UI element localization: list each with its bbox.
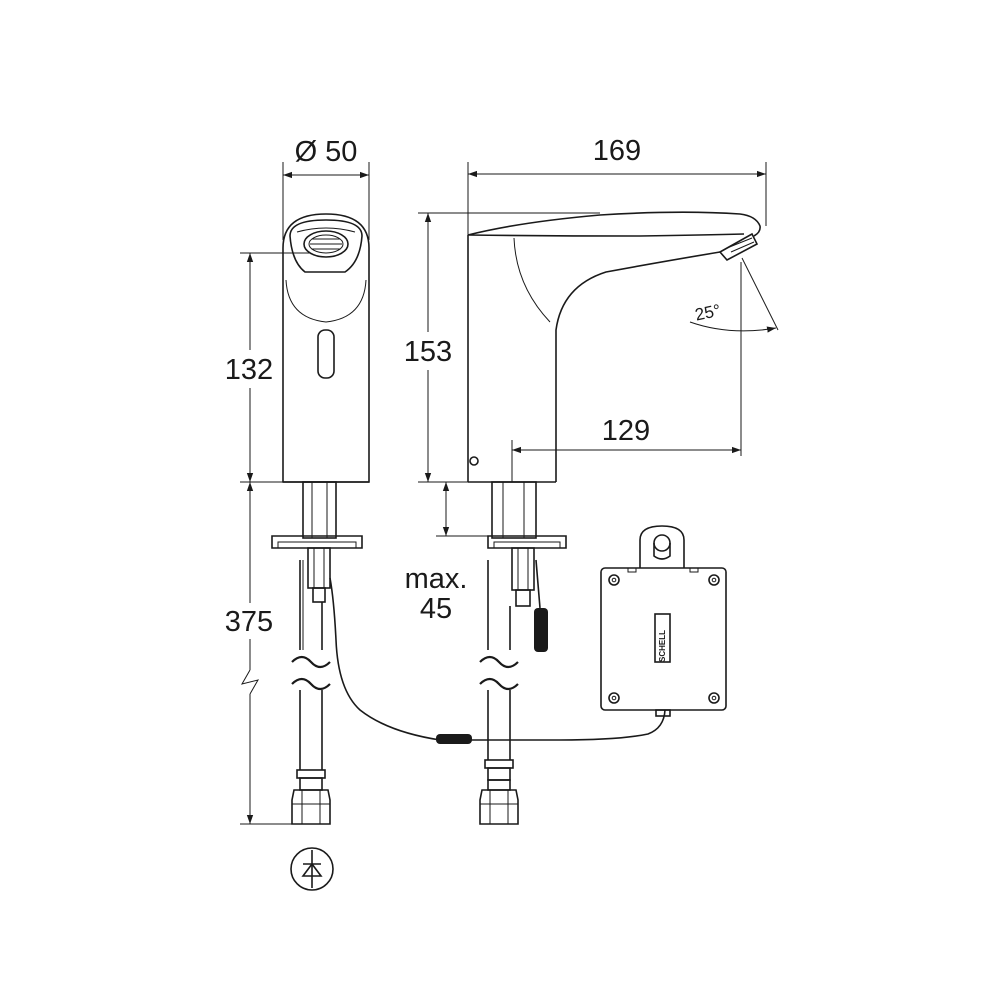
dim-diameter: Ø 50 [282, 136, 370, 240]
dim-max-label: max. [405, 563, 468, 595]
dim-hose-length: 375 [216, 482, 292, 825]
front-view [271, 213, 666, 891]
dim-spout-reach-label: 129 [602, 415, 650, 447]
dim-height-front: 132 [216, 252, 310, 483]
side-view [467, 211, 761, 825]
dim-max-value: 45 [420, 593, 452, 625]
dim-angle-label: 25° [693, 301, 722, 325]
dim-total-depth: 169 [467, 135, 767, 235]
dim-max-thickness: max. 45 [405, 482, 488, 625]
non-return-valve-icon [290, 847, 334, 891]
dim-spout-reach: 129 [511, 262, 742, 482]
control-box-brand: SCHELL [658, 630, 667, 662]
control-box: SCHELL [600, 525, 727, 717]
dim-hose-length-label: 375 [225, 606, 273, 638]
dim-angle: 25° [689, 257, 779, 334]
dim-height-front-label: 132 [225, 354, 273, 386]
dim-diameter-label: Ø 50 [295, 136, 358, 168]
dim-total-depth-label: 169 [593, 135, 641, 167]
dim-height-side-label: 153 [404, 336, 452, 368]
dim-height-side: 153 [396, 212, 600, 483]
